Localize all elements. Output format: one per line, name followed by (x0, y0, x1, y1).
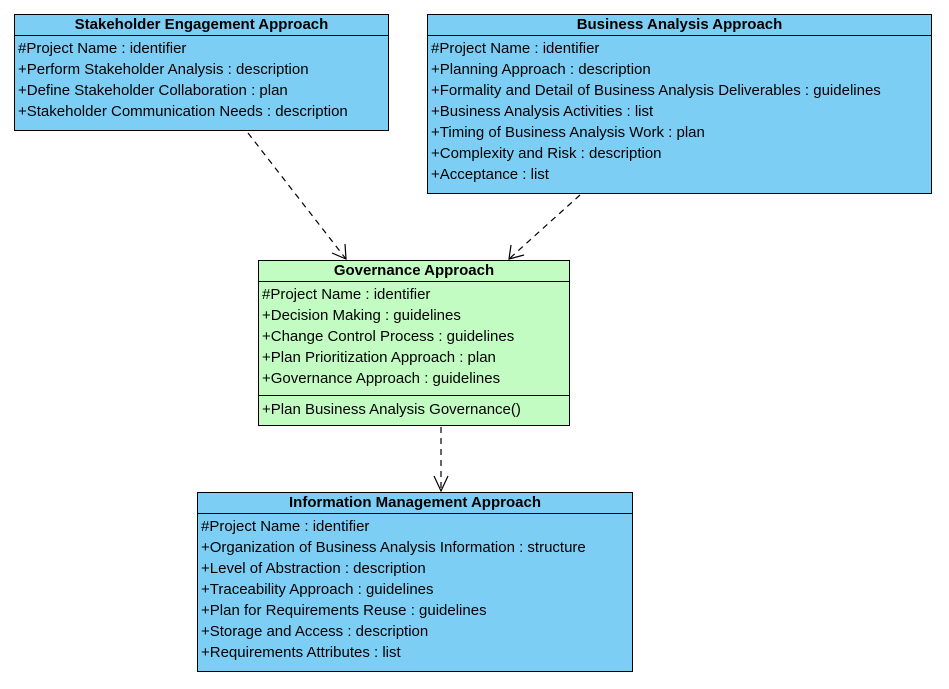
class-name: Stakeholder Engagement Approach (15, 15, 388, 36)
attribute: +Define Stakeholder Collaboration : plan (18, 82, 288, 99)
dependency-business-to-governance (508, 194, 581, 260)
attribute-compartment: #Project Name : identifier +Decision Mak… (259, 282, 569, 395)
class-name: Information Management Approach (198, 493, 632, 514)
attribute: +Plan Prioritization Approach : plan (262, 349, 496, 366)
attribute: +Plan for Requirements Reuse : guideline… (201, 602, 487, 619)
class-name: Governance Approach (259, 261, 569, 282)
attribute: +Perform Stakeholder Analysis : descript… (18, 61, 309, 78)
class-name: Business Analysis Approach (428, 15, 931, 36)
class-business-analysis-approach[interactable]: Business Analysis Approach #Project Name… (427, 14, 932, 194)
arrowhead-governance-from-business (508, 244, 525, 260)
attribute: +Formality and Detail of Business Analys… (431, 82, 881, 99)
class-governance-approach[interactable]: Governance Approach #Project Name : iden… (258, 260, 570, 426)
arrowhead-governance-from-stakeholder (331, 243, 347, 260)
attribute: #Project Name : identifier (201, 518, 370, 535)
attribute: +Decision Making : guidelines (262, 307, 461, 324)
attribute: #Project Name : identifier (431, 40, 600, 57)
arrowhead-information-from-governance (433, 475, 449, 493)
attribute: +Planning Approach : description (431, 61, 651, 78)
attribute: +Change Control Process : guidelines (262, 328, 515, 345)
attribute: +Traceability Approach : guidelines (201, 581, 434, 598)
dependency-stakeholder-to-governance (247, 132, 347, 260)
attribute: +Level of Abstraction : description (201, 560, 426, 577)
attribute: +Business Analysis Activities : list (431, 103, 654, 120)
attribute: #Project Name : identifier (262, 286, 431, 303)
attribute-compartment: #Project Name : identifier +Organization… (198, 514, 632, 663)
attribute: +Acceptance : list (431, 166, 549, 183)
attribute: +Timing of Business Analysis Work : plan (431, 124, 705, 141)
operation-compartment: +Plan Business Analysis Governance() (259, 395, 569, 420)
attribute: +Stakeholder Communication Needs : descr… (18, 103, 348, 120)
attribute: +Requirements Attributes : list (201, 644, 401, 661)
attribute: #Project Name : identifier (18, 40, 187, 57)
class-information-management-approach[interactable]: Information Management Approach #Project… (197, 492, 633, 672)
attribute-compartment: #Project Name : identifier +Planning App… (428, 36, 931, 185)
attribute: +Organization of Business Analysis Infor… (201, 539, 586, 556)
attribute: +Storage and Access : description (201, 623, 429, 640)
attribute: +Complexity and Risk : description (431, 145, 662, 162)
attribute: +Governance Approach : guidelines (262, 370, 501, 387)
operation: +Plan Business Analysis Governance() (262, 401, 521, 418)
attribute-compartment: #Project Name : identifier +Perform Stak… (15, 36, 388, 122)
class-stakeholder-engagement-approach[interactable]: Stakeholder Engagement Approach #Project… (14, 14, 389, 131)
